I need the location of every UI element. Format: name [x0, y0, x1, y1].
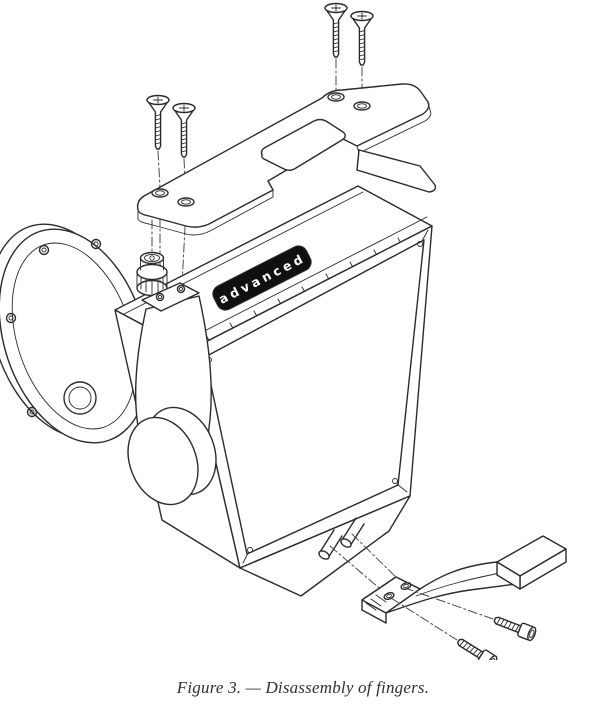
figure: advanced: [0, 2, 567, 697]
flat-head-screw-icon: [146, 94, 170, 150]
bracket-holes: [151, 92, 371, 207]
bracket-cutout: [260, 118, 346, 171]
flange-port-inner: [68, 386, 92, 410]
exploded-view-drawing: advanced: [0, 2, 567, 660]
flange-port: [63, 381, 97, 415]
advanced-label-plate: [212, 245, 312, 311]
dowel-pin: [341, 517, 365, 547]
finger-screws: [390, 588, 538, 660]
bracket-fin: [356, 149, 437, 193]
finger-bracket: [361, 535, 567, 624]
guide-line: [351, 533, 404, 585]
lever-hub-holes: [155, 284, 186, 302]
dowel-pin-end: [340, 538, 352, 548]
finger-pad-holes: [383, 582, 412, 600]
dowel-pin: [319, 529, 343, 559]
guide-line: [157, 150, 161, 189]
flat-head-screw-icon: [350, 10, 374, 66]
flat-head-screw-icon: [324, 2, 348, 58]
guide-line: [390, 597, 458, 641]
bracket-thickness-edges: [137, 102, 432, 236]
housing-bottom-chamfer: [239, 495, 411, 597]
cap-screw-icon: [454, 634, 500, 660]
lever-roller-face: [127, 416, 199, 506]
finger-tip-side: [496, 561, 521, 590]
flat-head-screw-icon: [172, 102, 196, 158]
guide-line: [407, 588, 494, 620]
finger-pad-hatch: [365, 594, 387, 611]
m8-connector-icon: [136, 251, 168, 297]
lever-arm: [127, 282, 217, 506]
figure-caption: Figure 3. — Disassembly of fingers.: [176, 678, 430, 697]
motor-flange: [0, 223, 150, 444]
guide-line: [329, 545, 386, 594]
flange-bolt-holes: [5, 238, 102, 418]
top-bracket: [136, 83, 437, 236]
cap-screw-icon: [491, 612, 538, 643]
dowel-pin-end: [318, 550, 330, 560]
finger-arm-ridge: [415, 571, 506, 597]
dowel-pins: [318, 517, 404, 594]
